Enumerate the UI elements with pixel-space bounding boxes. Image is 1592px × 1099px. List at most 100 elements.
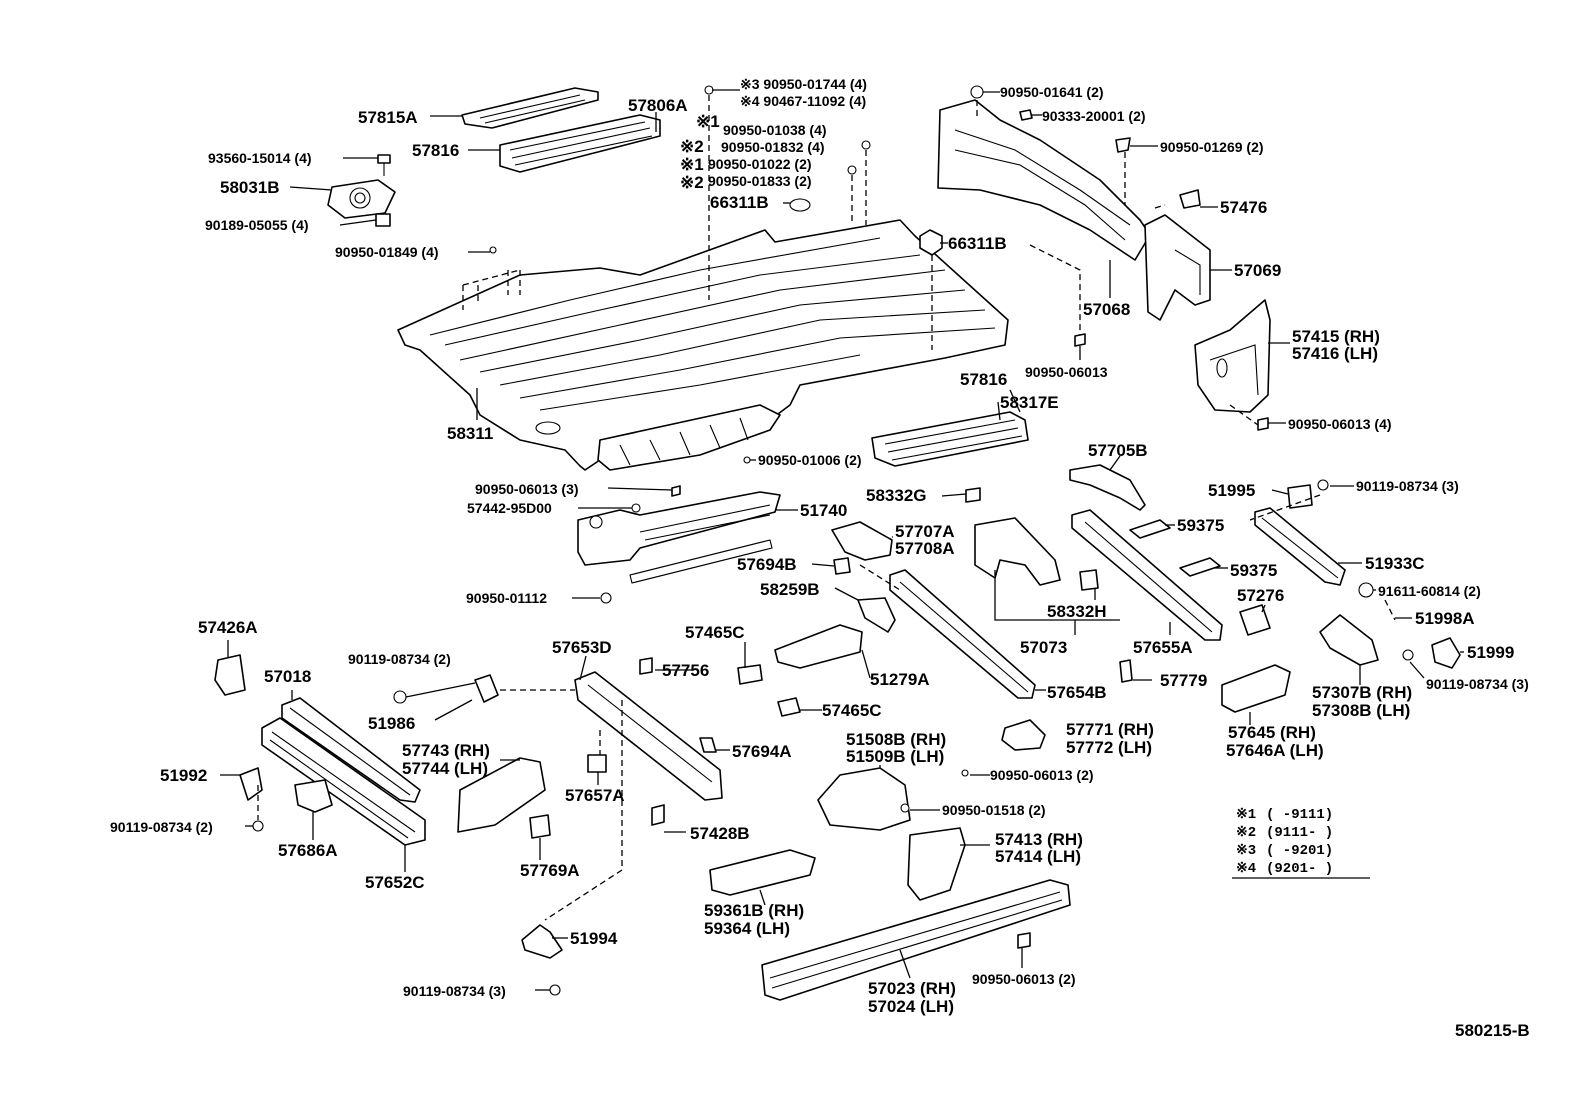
label-57694B: 57694B <box>737 555 797 574</box>
panel-57069-drawing <box>1144 214 1211 321</box>
fastener-icons <box>239 85 1414 996</box>
label-90467-11092: ※4 90467-11092 (4) <box>740 93 866 109</box>
rail-57655A-drawing <box>1071 509 1223 641</box>
rail-51933C-drawing <box>1254 507 1346 586</box>
rail-57653D-drawing <box>574 671 723 801</box>
bracket-57743-drawing <box>457 757 546 833</box>
label-51508B: 51508B (RH) <box>846 730 946 749</box>
bracket-59361B-drawing <box>709 849 816 896</box>
label-51994: 51994 <box>570 929 618 948</box>
bracket-57707A-drawing <box>831 521 893 561</box>
label-58311: 58311 <box>447 424 493 443</box>
bracket-57705B-drawing <box>1069 464 1146 511</box>
label-91611-60814: 91611-60814 (2) <box>1378 583 1481 599</box>
label-57743: 57743 (RH) <box>402 741 490 760</box>
label-57815A: 57815A <box>358 108 418 127</box>
label-90950-01022: 90950-01022 (2) <box>708 156 812 172</box>
mark-2b: ※2 <box>680 173 704 192</box>
label-57069: 57069 <box>1234 261 1281 280</box>
panel-57415-drawing <box>1194 299 1271 413</box>
label-93560-15014: 93560-15014 (4) <box>208 150 312 166</box>
label-59364: 59364 (LH) <box>704 919 790 938</box>
mark-2a: ※2 <box>680 137 704 156</box>
label-57426A: 57426A <box>198 618 258 637</box>
diagram-code: 580215-B <box>1455 1021 1530 1040</box>
label-57708A: 57708A <box>895 539 955 558</box>
label-57307B: 57307B (RH) <box>1312 683 1412 702</box>
legend-range-1: ( -9111) <box>1266 807 1333 823</box>
label-90950-01744: ※3 90950-01744 (4) <box>740 76 867 92</box>
label-51999: 51999 <box>1467 643 1514 662</box>
label-58031B: 58031B <box>220 178 280 197</box>
bracket-51999-drawing <box>1431 637 1461 669</box>
panel-57815A-drawing <box>461 87 599 129</box>
label-57068: 57068 <box>1083 300 1130 319</box>
label-90119-08734-a: 90119-08734 (3) <box>1356 478 1459 494</box>
legend-mark-2: ※2 <box>1236 825 1256 841</box>
label-57771: 57771 (RH) <box>1066 720 1154 739</box>
label-57705B: 57705B <box>1088 441 1148 460</box>
label-57024: 57024 (LH) <box>868 997 954 1016</box>
label-90950-01006: 90950-01006 (2) <box>758 452 862 468</box>
rail-57654B-drawing <box>889 569 1036 699</box>
floor-pan-58311-drawing <box>397 219 1009 471</box>
label-57414: 57414 (LH) <box>995 847 1081 866</box>
legend-mark-1: ※1 <box>1236 807 1256 823</box>
bracket-57413-drawing <box>907 827 966 901</box>
label-57646A: 57646A (LH) <box>1226 741 1324 760</box>
cover-57645-drawing <box>1221 664 1291 713</box>
bracket-51279A-drawing <box>774 624 863 669</box>
legend-range-2: (9111- ) <box>1266 825 1333 841</box>
label-90119-08734-e: 90119-08734 (3) <box>403 983 506 999</box>
label-57415: 57415 (RH) <box>1292 327 1380 346</box>
label-51509B: 51509B (LH) <box>846 747 944 766</box>
label-57416: 57416 (LH) <box>1292 344 1378 363</box>
panel-57816-top-drawing <box>499 114 661 173</box>
label-57476: 57476 <box>1220 198 1267 217</box>
label-57465C-b: 57465C <box>822 701 882 720</box>
label-90950-01833: 90950-01833 (2) <box>708 173 812 189</box>
label-57772: 57772 (LH) <box>1066 738 1152 757</box>
label-66311B-b: 66311B <box>948 234 1007 253</box>
label-57465C-a: 57465C <box>685 623 745 642</box>
label-57816-mid: 57816 <box>960 370 1007 389</box>
rail-57652C-drawing <box>261 717 426 846</box>
label-57073: 57073 <box>1020 638 1067 657</box>
label-57657A: 57657A <box>565 786 625 805</box>
label-90950-01849: 90950-01849 (4) <box>335 244 439 260</box>
bracket-58259B-drawing <box>857 597 896 633</box>
label-59375-a: 59375 <box>1177 516 1224 535</box>
label-57653D: 57653D <box>552 638 612 657</box>
label-57756: 57756 <box>662 661 709 680</box>
label-57707A: 57707A <box>895 522 955 541</box>
label-57816-top: 57816 <box>412 141 459 160</box>
bracket-57073-drawing <box>974 517 1061 586</box>
panel-57816-mid-drawing <box>871 411 1029 467</box>
label-90950-01641: 90950-01641 (2) <box>1000 84 1104 100</box>
bracket-57686A-drawing <box>294 779 333 813</box>
label-51933C: 51933C <box>1365 554 1425 573</box>
label-90333-20001: 90333-20001 (2) <box>1042 108 1146 124</box>
bracket-57426A-drawing <box>214 654 246 696</box>
label-90950-06013-c: 90950-06013 (3) <box>475 481 579 497</box>
label-90950-06013-e: 90950-06013 (2) <box>972 971 1076 987</box>
label-57413: 57413 (RH) <box>995 830 1083 849</box>
label-57652C: 57652C <box>365 873 425 892</box>
legend-range-4: (9201- ) <box>1266 861 1333 877</box>
label-90119-08734-c: 90119-08734 (2) <box>348 651 451 667</box>
label-57744: 57744 (LH) <box>402 759 488 778</box>
label-51998A: 51998A <box>1415 609 1475 628</box>
legend-range-3: ( -9201) <box>1266 843 1333 859</box>
label-90950-01112: 90950-01112 <box>466 590 547 606</box>
legend-mark-3: ※3 <box>1236 843 1256 859</box>
date-legend: ※1 ( -9111) ※2 (9111- ) ※3 ( -9201) ※4 (… <box>1232 807 1370 879</box>
label-58317E: 58317E <box>1000 393 1059 412</box>
leader-lines <box>220 89 1464 991</box>
label-58259B: 58259B <box>760 580 820 599</box>
bolt-93560-icon <box>377 154 391 176</box>
label-59375-b: 59375 <box>1230 561 1277 580</box>
label-90119-08734-d: 90119-08734 (2) <box>110 819 213 835</box>
plate-58031B-drawing <box>327 179 396 219</box>
dashed-lines <box>257 95 1396 921</box>
